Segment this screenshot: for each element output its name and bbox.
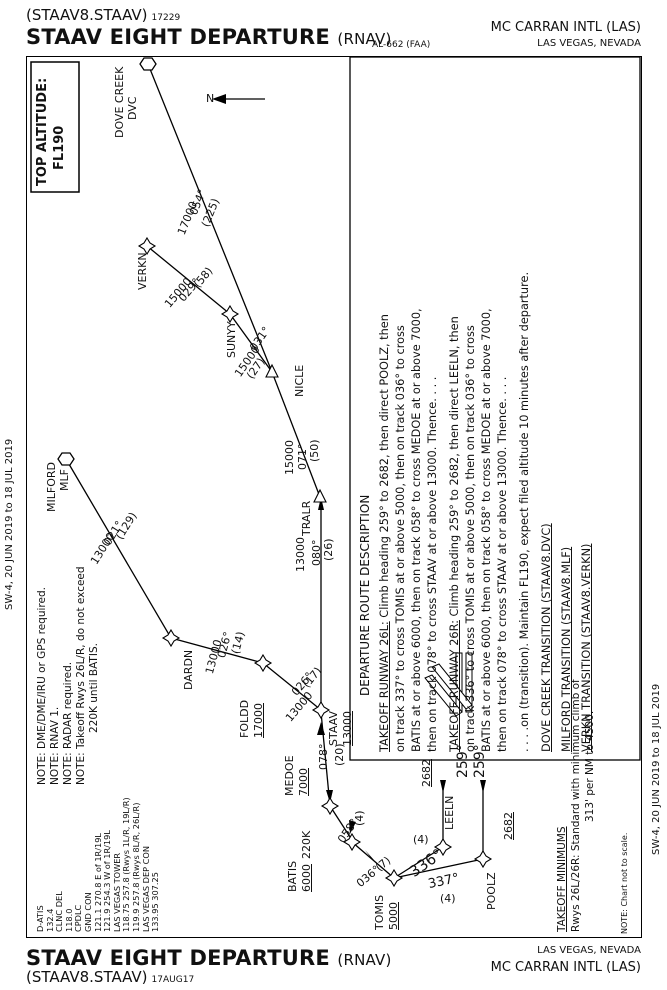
- tralr-label: TRALR: [300, 500, 313, 536]
- tomis-label: TOMIS: [373, 894, 386, 930]
- verkn-label: VERKN: [136, 252, 149, 290]
- leg-medoe-dist: (20): [333, 743, 346, 766]
- mlf-label: MILFORD: [45, 462, 58, 512]
- tralr-waypoint: [313, 488, 327, 503]
- tomis-waypoint: [384, 868, 404, 888]
- tomis-alt: 5000: [387, 902, 400, 930]
- leeln-label: LEELN: [443, 795, 456, 830]
- sunyy-label: SUNYY: [225, 321, 238, 358]
- route-tomis: [351, 841, 395, 879]
- top-altitude-value: FL190: [52, 125, 67, 170]
- mlf-vor: [57, 452, 75, 466]
- mlf-id: MLF: [58, 469, 71, 491]
- route-sunyy: [229, 313, 273, 373]
- description-box: [349, 56, 641, 761]
- sunyy-waypoint: [220, 304, 240, 324]
- route-verkn: [146, 245, 231, 315]
- route-foldd: [262, 662, 322, 711]
- runways: [424, 652, 473, 717]
- dardn-label: DARDN: [182, 649, 195, 690]
- north-arrow-head: [212, 94, 226, 104]
- foldd-label: FOLDD: [238, 699, 251, 738]
- notes-block: NOTE: DME/DME/IRU or GPS required.NOTE: …: [36, 566, 100, 785]
- dvc-vor: [139, 57, 157, 71]
- batis-label: BATIS: [286, 860, 299, 892]
- rwy-26l-label: TAKEOFF RUNWAY 26L:: [378, 621, 391, 752]
- north-label: N: [206, 92, 215, 105]
- chart-frame: [26, 56, 642, 938]
- leeln-waypoint: [433, 837, 453, 857]
- nicle-waypoint: [265, 363, 279, 378]
- nicle-label: NICLE: [293, 364, 306, 397]
- foldd-alt: 17000: [252, 703, 265, 738]
- route-dvc: [147, 63, 273, 373]
- batis-alt: 6000: [300, 864, 313, 892]
- doc-id: AL-662 (FAA): [372, 40, 431, 50]
- description-heading: DEPARTURE ROUTE DESCRIPTION: [358, 494, 372, 696]
- dvc-id: DVC: [126, 96, 139, 120]
- route-poolz: [393, 858, 484, 879]
- dardn-waypoint: [161, 628, 181, 648]
- leg-medoe-crs: 078°: [317, 743, 330, 771]
- scale-note: NOTE: Chart not to scale.: [620, 832, 629, 934]
- leg-batis-dist: (4): [353, 810, 366, 826]
- foldd-waypoint: [253, 653, 273, 673]
- leg-leeln-dist: (4): [413, 833, 429, 846]
- leg-poolz-dist: (4): [440, 892, 456, 905]
- batis-speed: 220K: [300, 830, 313, 859]
- city-name: LAS VEGAS, NEVADA: [537, 38, 641, 49]
- footer-city: LAS VEGAS, NEVADA: [537, 945, 641, 956]
- runway-19: [424, 674, 463, 717]
- route-description: DEPARTURE ROUTE DESCRIPTION TAKEOFF RUNW…: [357, 62, 595, 752]
- medoe-label: MEDOE: [283, 755, 296, 796]
- staav-waypoint: [311, 700, 331, 720]
- route-leeln: [393, 846, 444, 879]
- route-arrowheads: [317, 497, 486, 860]
- leg-nicle-alt: 15000: [283, 440, 296, 475]
- staav-alt: 13000: [341, 711, 354, 746]
- transition-dvc[interactable]: DOVE CREEK TRANSITION (STAAV8.DVC): [540, 523, 553, 752]
- procedure-title: STAAV EIGHT DEPARTURE (RNAV): [26, 25, 392, 49]
- medoe-waypoint: [320, 796, 340, 816]
- transition-verkn[interactable]: VERKN TRANSITION (STAAV8.VERKN): [580, 543, 593, 752]
- rwy-26r-label: TAKEOFF RUNWAY 26R:: [448, 620, 461, 752]
- waypoints: [137, 236, 493, 888]
- route-dardn: [170, 637, 264, 664]
- top-altitude-box: [30, 61, 80, 193]
- poolz-waypoint: [473, 849, 493, 869]
- route-mlf: [65, 458, 172, 639]
- runway-26r: [465, 652, 473, 713]
- footer-airport: MC CARRAN INTL (LAS): [490, 960, 641, 975]
- airport-name: MC CARRAN INTL (LAS): [490, 20, 641, 35]
- leg-staav-dist: (26): [322, 538, 335, 561]
- staav-label: STAAV: [327, 710, 340, 746]
- takeoff-minimums: TAKEOFF MINIMUMS Rwys 26L/26R: Standard …: [556, 679, 596, 932]
- leg-rwy-l-alt: 2682: [420, 759, 433, 787]
- medoe-alt: 7000: [297, 768, 310, 796]
- procedure-code: (STAAV8.STAAV)17229: [26, 6, 181, 24]
- leg-nicle-dist: (50): [308, 439, 321, 462]
- top-altitude-label: TOP ALTITUDE:: [35, 77, 50, 186]
- footer-code: (STAAV8.STAAV)17AUG17: [26, 968, 195, 986]
- runway-19b: [431, 663, 473, 710]
- poolz-label: POOLZ: [485, 872, 498, 910]
- leg-rwy-r-alt: 2682: [502, 812, 515, 840]
- route-nicle: [271, 371, 321, 498]
- route-batis: [329, 805, 353, 841]
- verkn-waypoint: [137, 236, 157, 256]
- transition-mlf[interactable]: MILFORD TRANSITION (STAAV8.MLF): [560, 546, 573, 752]
- dvc-label: DOVE CREEK: [113, 66, 126, 138]
- batis-waypoint: [342, 832, 362, 852]
- footer-title: STAAV EIGHT DEPARTURE (RNAV): [26, 946, 392, 970]
- leg-staav-alt: 13000: [294, 537, 307, 572]
